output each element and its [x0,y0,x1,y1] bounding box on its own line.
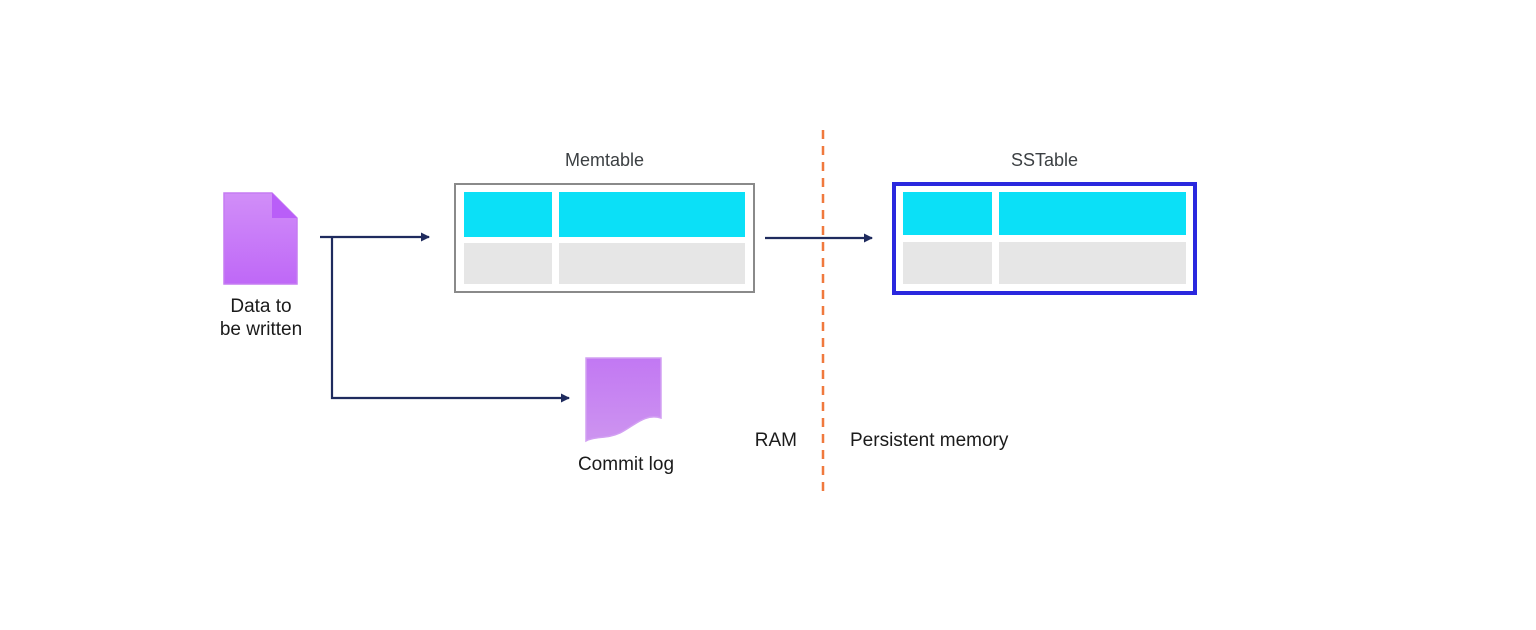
data-source-label: Data to be written [175,295,347,341]
sstable-cell-value-old [999,242,1186,284]
commit-log-label: Commit log [577,454,675,475]
commit-log-icon [585,357,662,443]
sstable-cell-key-new [903,192,992,235]
sstable-box [892,182,1197,295]
memtable-cell-key-old [464,243,552,284]
sstable-cell-value-new [999,192,1186,235]
sstable-cell-key-old [903,242,992,284]
memtable-title: Memtable [564,150,645,170]
ram-region-label: RAM [754,430,797,451]
memtable-cell-key-new [464,192,552,237]
memtable-cell-value-old [559,243,745,284]
persistent-region-label: Persistent memory [850,430,1009,451]
memtable-box [454,183,755,293]
data-source-label-line1: Data to [230,296,292,317]
data-source-label-line2: be written [219,319,303,341]
sstable-title: SSTable [1010,150,1079,170]
document-icon [223,192,298,285]
memtable-cell-value-new [559,192,745,237]
